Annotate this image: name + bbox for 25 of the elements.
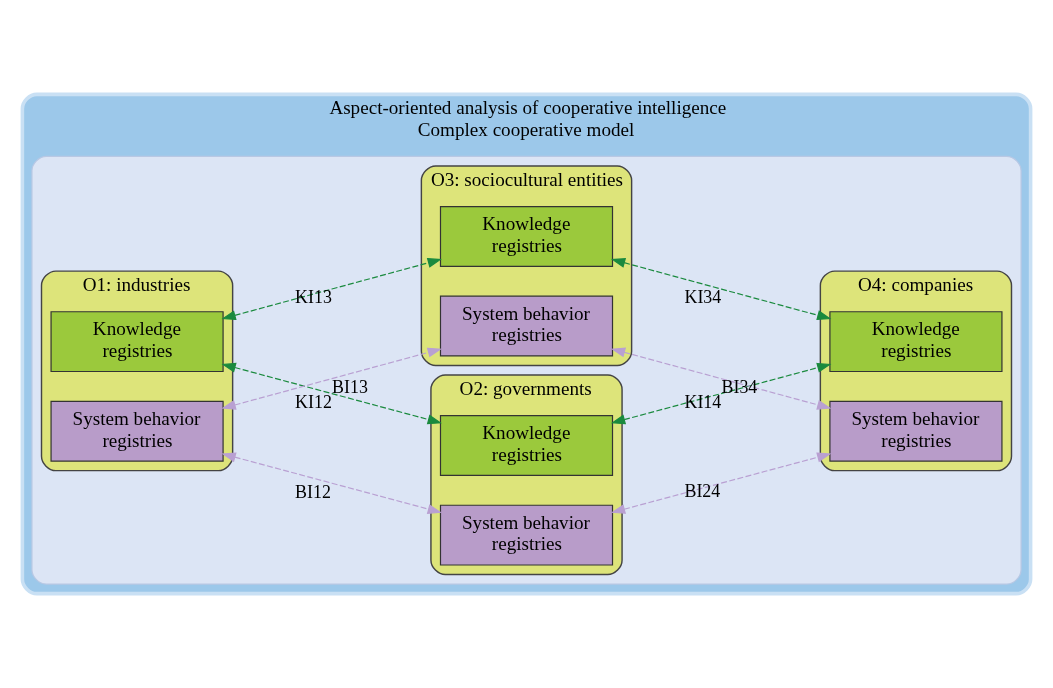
edge-label: BI34 [721,377,758,398]
edge-label: KI13 [295,287,332,308]
arrow [610,258,832,321]
arrow [221,258,442,321]
arrow [221,347,442,410]
edge-label: BI24 [684,481,721,502]
node-box: System behavior registries [50,400,224,462]
arrow [610,362,832,425]
edge-label: BI13 [332,376,368,397]
arrow [221,362,442,425]
node-box: System behavior registries [439,504,614,566]
node-box: System behavior registries [829,400,1003,462]
node-box: Knowledge registries [829,311,1003,373]
cluster [31,155,1022,585]
edge-label: KI12 [295,391,332,412]
node-box: Knowledge registries [439,206,614,267]
node-box: System behavior registries [439,295,614,357]
node-box: Knowledge registries [439,415,614,476]
edge-label: KI14 [684,391,722,412]
node-box: Knowledge registries [50,311,224,373]
arrow [221,452,442,514]
edge-label: BI12 [295,481,331,502]
arrow [610,452,832,514]
arrow [610,347,832,410]
edge-label: KI34 [684,287,722,308]
